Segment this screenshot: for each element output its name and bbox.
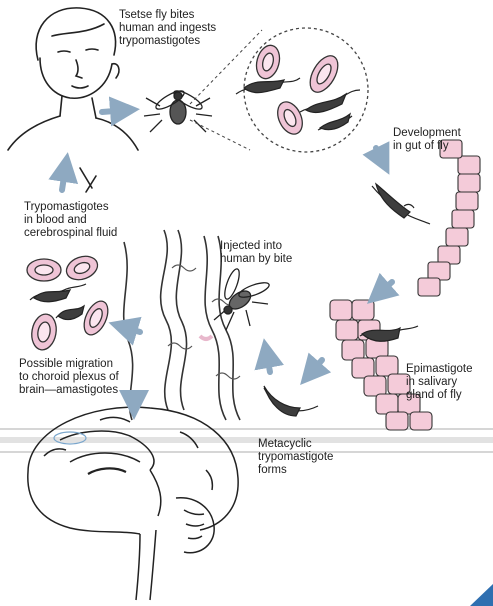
trypanosome-icon bbox=[30, 284, 86, 320]
gut-epithelium-icon bbox=[418, 140, 480, 296]
trypanosome-icon bbox=[372, 184, 430, 224]
label-injected-bite: Injected into human by bite bbox=[220, 240, 292, 266]
label-tsetse-bite: Tsetse fly bites human and ingests trypo… bbox=[119, 9, 216, 48]
brain-icon bbox=[28, 407, 238, 600]
label-migration: Possible migration to choroid plexus of … bbox=[19, 358, 119, 397]
label-trypomastigotes-blood: Trypomastigotes in blood and cerebrospin… bbox=[24, 201, 117, 240]
trypanosome-icon bbox=[264, 386, 318, 416]
label-epimastigote: Epimastigote in salivary gland of fly bbox=[406, 363, 472, 402]
red-blood-cell-icon bbox=[27, 252, 113, 352]
label-development-gut: Development in gut of fly bbox=[393, 127, 461, 153]
magnified-blood-meal bbox=[190, 28, 368, 152]
corner-accent bbox=[470, 584, 493, 606]
label-metacyclic: Metacyclic trypomastigote forms bbox=[258, 438, 333, 477]
